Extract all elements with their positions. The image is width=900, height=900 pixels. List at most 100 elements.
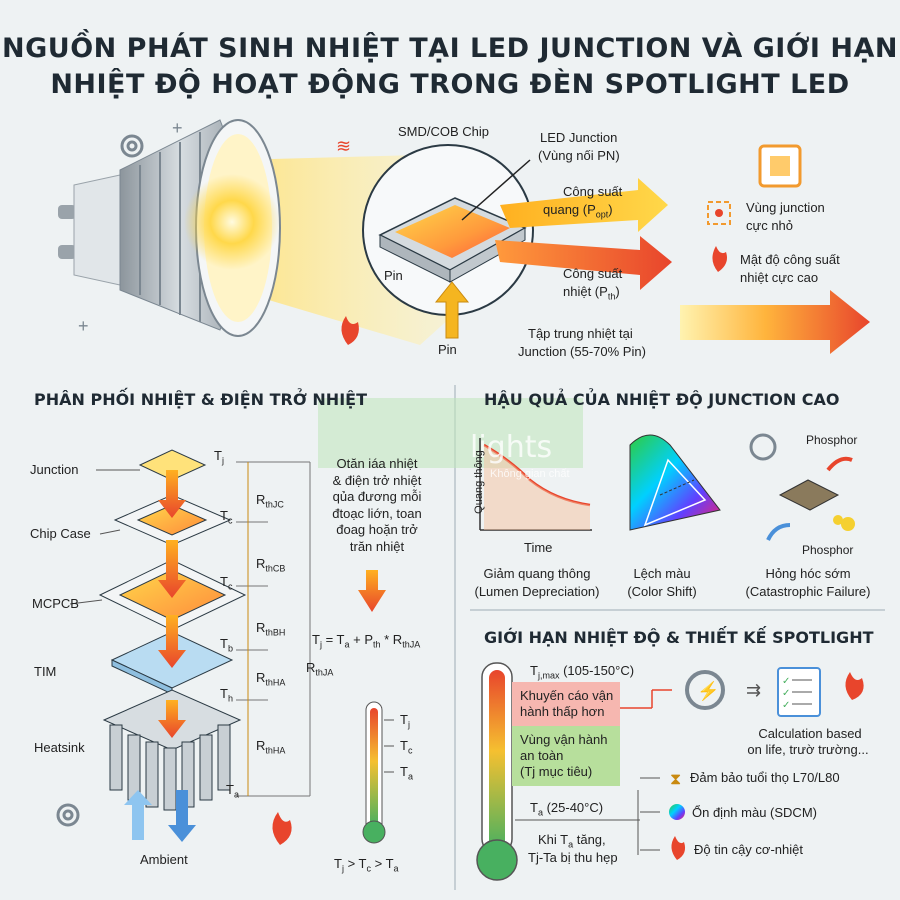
junction-pointer [461,159,531,221]
optical-power-label-1: Công suất [563,184,623,199]
plus-icon: + [78,316,89,336]
junction-label: LED Junction [540,130,618,145]
resistance-brackets [236,461,311,797]
concentrate-label-1: Tập trung nhiệt tại [528,326,633,341]
smd-chip-label: SMD/COB Chip [398,124,490,139]
flame-icon [272,812,292,845]
calculation-label-1: Calculation based [758,726,862,741]
resistance-thha-2: RthHA [256,738,286,756]
tjmax-label: Tj,max (105-150°C) [530,663,635,681]
calculation-label-2: on life, trườ trường... [747,742,869,757]
chip-icon [758,144,802,188]
safe-band [512,726,620,786]
benefit-lifetime: Đảm bảo tuổi thọ L70/L80 [690,770,840,785]
temperature-inequality: Tj > Tc > Ta [334,856,399,874]
ambient-airflow-arrows [124,790,196,842]
density-label-1: Mật độ công suất [740,252,840,267]
resistance-thja: RthJA [306,660,334,678]
watermark-subtext: Không gian chất [490,468,570,480]
density-label-2: nhiệt cực cao [740,270,819,285]
pin-label: Pin [384,268,403,283]
ta-rise-label-2: Tj-Ta bị thu hẹp [528,850,618,865]
gear-icon [685,670,725,710]
resistance-thbh: RthBH [256,620,286,638]
flame-icon [341,316,359,345]
thermal-power-label-2: nhiệt (Pth) [563,284,620,302]
temp-tc-2: Tc [220,574,233,592]
temp-th: Th [220,686,233,704]
ta-rise-label-1: Khi Ta tăng, [538,832,606,850]
phosphor-top-label: Phosphor [806,433,858,447]
thermo-small-tj: Tj [400,712,410,730]
page-title-line-1: NGUỒN PHÁT SINH NHIỆT TẠI LED JUNCTION V… [2,33,898,64]
gear-icon [56,803,80,827]
small-thermometer [362,701,394,844]
flame-icon: ≋ [336,136,351,156]
lumen-depreciation-chart [479,438,592,531]
small-junction-label-1: Vùng junction [746,200,825,215]
color-wheel-icon [669,804,685,820]
layer-label-tim: TIM [34,664,57,679]
pin-bottom-label: Pin [438,342,457,357]
resistance-thcb: RthCB [256,556,286,574]
explanation-text: Otăn iáa nhiệt & điện trở nhiệt qủa đươn… [332,456,422,554]
checklist-icon: ✓ ✓ ✓ [777,667,821,717]
resistance-thjc: RthJC [256,492,284,510]
benefit-reliability: Độ tin cậy cơ-nhiệt [694,842,803,857]
layer-label-ambient: Ambient [140,852,188,867]
layer-label-chip-case: Chip Case [30,526,91,541]
warning-band [512,682,620,726]
junction-sublabel: (Vùng nối PN) [538,148,620,163]
target-icon [707,201,731,225]
temp-tj: Tj [214,448,224,466]
consequence-1-subtitle: (Lumen Depreciation) [474,584,600,599]
svg-text:✓: ✓ [782,700,790,711]
consequence-1-title: Giảm quang thông [483,566,591,581]
heat-flow-arrows [158,470,186,738]
optical-power-arrow [500,178,668,232]
spotlight-lamp [58,119,281,337]
flame-icon [845,672,864,700]
thermal-power-arrow [495,236,672,290]
watermark [318,398,583,468]
formula: Tj = Ta + Pth * RthJA [312,632,421,650]
layer-label-heatsink: Heatsink [34,740,85,755]
plus-icon: + [172,118,183,138]
thermal-power-label-1: Công suất [563,266,623,281]
benefit-color-stability: Ổn định màu (SDCM) [692,805,817,820]
temp-ta: Ta [226,782,239,800]
failed-chip-illustration [749,433,855,541]
small-junction-label-2: cực nhỏ [746,218,794,233]
layer-label-junction: Junction [30,462,79,477]
heat-density-arrow [680,290,870,354]
thermo-small-tc: Tc [400,738,413,756]
consequence-3-subtitle: (Catastrophic Failure) [745,584,871,599]
hourglass-icon: ⧗ [670,771,681,788]
formula-arrow [358,570,386,612]
lightning-icon: ⚡ [697,680,719,702]
page-title-line-2: NHIỆT ĐỘ HOẠT ĐỘNG TRONG ĐÈN SPOTLIGHT L… [50,69,850,100]
gear-icon [120,134,144,158]
ta-range-label: Ta (25-40°C) [530,800,604,818]
concentrate-label-2: Junction (55-70% Pin) [518,344,646,359]
main-thermometer [476,662,518,881]
consequence-2-subtitle: (Color Shift) [627,584,697,599]
watermark-text: lights [470,430,553,465]
flame-icon [712,246,727,272]
flame-icon [671,836,686,860]
section-title-distribution: PHÂN PHỐI NHIỆT & ĐIỆN TRỞ NHIỆT [34,390,367,409]
svg-text:✓: ✓ [782,676,790,687]
temp-tb: Tb [220,636,233,654]
lumen-axis-x: Time [524,540,553,555]
thermo-small-ta: Ta [400,764,413,782]
phosphor-bottom-label: Phosphor [802,543,854,557]
optical-power-label-2: quang (Popt) [543,202,613,220]
lumen-axis-y: Quang thông [473,450,485,514]
pin-arrow [434,281,470,339]
svg-text:✓: ✓ [782,688,790,699]
arrows-icon: ⇉ [746,680,761,700]
section-title-limits: GIỚI HẠN NHIỆT ĐỘ & THIẾT KẾ SPOTLIGHT [484,628,874,647]
color-shift-diagram [629,434,721,531]
